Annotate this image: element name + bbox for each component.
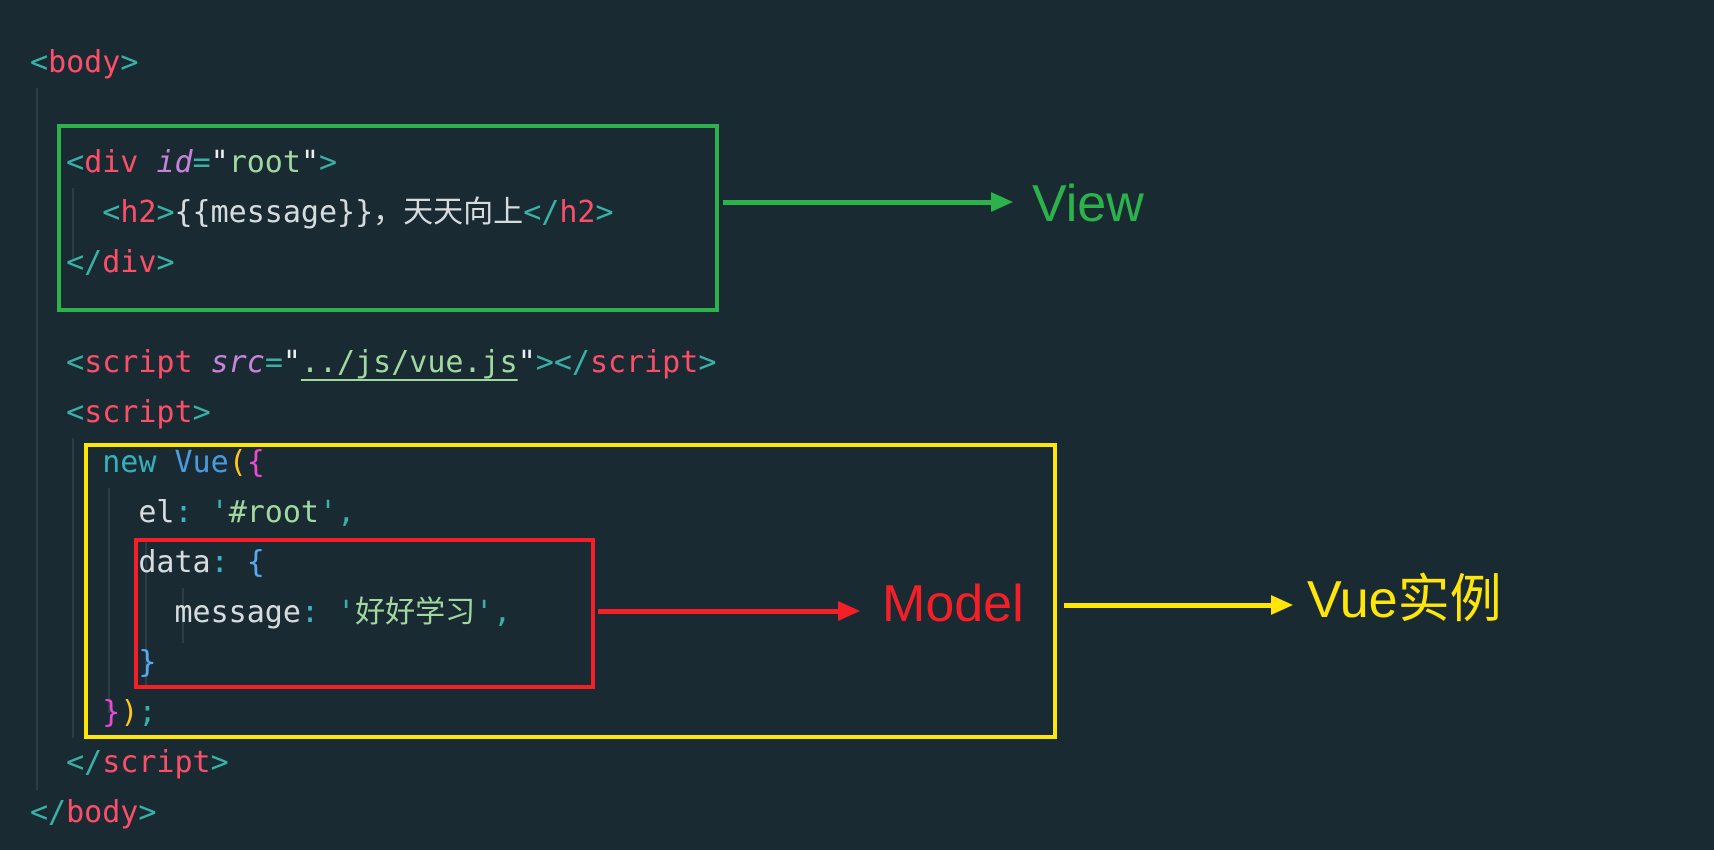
- indent-guide: [108, 488, 110, 713]
- vue-instance-highlight-box: [84, 443, 1057, 739]
- model-label: Model: [882, 575, 1024, 633]
- vue-instance-arrow: [1064, 594, 1293, 616]
- arrow-shaft: [598, 608, 838, 614]
- model-highlight-box: [134, 538, 595, 689]
- indent-guide: [72, 438, 74, 738]
- indent-guide: [36, 88, 38, 790]
- code-editor: <body> <div id="root"> <h2>{{message}}，天…: [30, 45, 717, 830]
- indent-guide: [145, 538, 147, 688]
- arrow-shaft: [1064, 602, 1271, 608]
- arrow-head-icon: [838, 601, 860, 621]
- model-arrow: [598, 600, 860, 622]
- arrow-head-icon: [1271, 595, 1293, 615]
- indent-guide: [72, 188, 74, 260]
- arrow-shaft: [723, 199, 991, 205]
- view-label: View: [1032, 175, 1144, 233]
- vue-instance-label: Vue实例: [1307, 571, 1502, 629]
- indent-guide: [182, 588, 184, 643]
- view-highlight-box: [57, 124, 719, 312]
- arrow-head-icon: [991, 192, 1013, 212]
- view-arrow: [723, 191, 1013, 213]
